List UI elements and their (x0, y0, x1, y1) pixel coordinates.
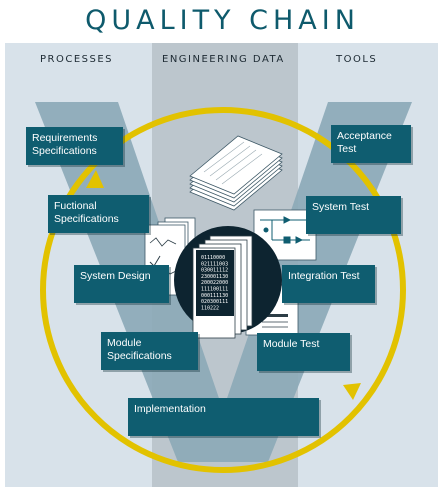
binary-code-lines: 0111000002111100303001111223000113020002… (201, 255, 228, 311)
binary-documents-icon (192, 235, 253, 339)
step-implementation: Implementation (128, 398, 319, 436)
cycle-arrow-right-icon (343, 383, 361, 400)
column-label-tools: TOOLS (336, 54, 378, 65)
binary-line: 000111130 (201, 293, 228, 299)
step-system-design: System Design (74, 265, 169, 303)
document-stack-icon (189, 135, 283, 211)
v-model-shape (35, 102, 412, 462)
page-title: QUALITY CHAIN (85, 5, 360, 36)
binary-line: 020300111 (201, 299, 228, 305)
binary-line: 030011112 (201, 268, 228, 274)
quality-cycle-ring (40, 107, 406, 473)
step-system-test: System Test (306, 196, 401, 234)
column-label-processes: PROCESSES (40, 54, 114, 65)
step-acceptance-test: Acceptance Test (331, 125, 411, 163)
binary-line: 111100111 (201, 287, 228, 293)
step-requirements-specifications: Requirements Specifications (26, 127, 123, 165)
step-module-specifications: Module Specifications (101, 332, 198, 370)
step-module-test: Module Test (257, 333, 350, 371)
binary-line: 01110000 (201, 255, 225, 261)
binary-line: 110222 (201, 305, 219, 311)
step-functional-specifications: Fuctional Specifications (48, 195, 149, 233)
cycle-arrow-left-icon (86, 170, 104, 188)
binary-line: 021111003 (201, 261, 228, 267)
binary-line: 230001130 (201, 274, 228, 280)
binary-line: 200022000 (201, 280, 228, 286)
step-integration-test: Integration Test (282, 265, 375, 303)
column-label-engineering-data: ENGINEERING DATA (162, 54, 285, 65)
